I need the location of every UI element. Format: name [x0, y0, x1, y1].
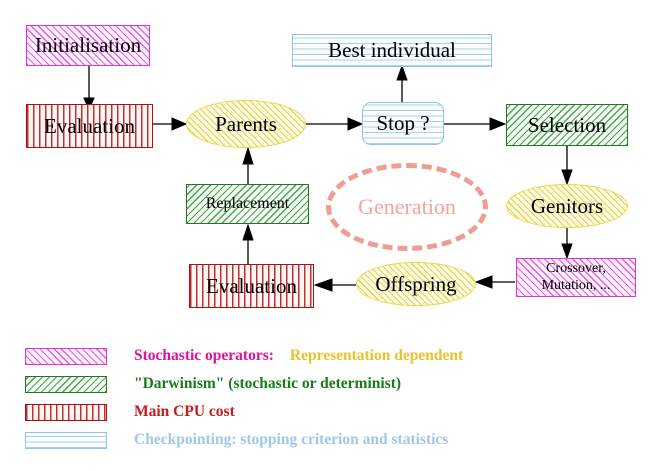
legend-swatch-magenta-hatch	[25, 347, 107, 365]
edge-crossover-to-offspring	[474, 275, 515, 289]
legend-label-secondary-0: Representation dependent	[289, 347, 464, 364]
legend-row-darwinism: "Darwinism" (stochastic or determinist)	[25, 375, 401, 393]
best-individual-label: Best individual	[328, 38, 456, 63]
edge-offspring-to-evaluation	[313, 278, 356, 292]
parents-label: Parents	[215, 111, 277, 136]
edge-selection-to-genitors	[561, 146, 573, 186]
legend-row-checkpointing: Checkpointing: stopping criterion and st…	[25, 431, 448, 449]
node-initialisation[interactable]: Initialisation	[26, 25, 150, 66]
genitors-label: Genitors	[530, 193, 604, 218]
evaluation-bottom-label: Evaluation	[206, 273, 297, 298]
legend-swatch-blue-horizontal	[25, 431, 107, 449]
legend-text-checkpointing: Checkpointing: stopping criterion and st…	[134, 431, 448, 449]
legend-label-primary-3: Checkpointing: stopping criterion and st…	[134, 431, 449, 448]
offspring-label: Offspring	[375, 271, 457, 296]
legend-text-stochastic-operators: Stochastic operators: Representation depe…	[134, 347, 463, 365]
node-genitors[interactable]: Genitors	[506, 184, 628, 228]
legend-label-primary-1: "Darwinism" (stochastic or determinist)	[134, 375, 402, 392]
generation-label: Generation	[358, 194, 456, 219]
crossover-mutation-label: Crossover, Mutation, ...	[541, 261, 611, 293]
edge-genitors-to-crossover	[561, 228, 573, 260]
legend-label-primary-2: Main CPU cost	[134, 403, 235, 420]
node-stop[interactable]: Stop ?	[362, 102, 444, 145]
node-offspring[interactable]: Offspring	[356, 262, 476, 306]
node-crossover-mutation[interactable]: Crossover, Mutation, ...	[516, 258, 636, 297]
replacement-label: Replacement	[205, 194, 290, 212]
initialisation-label: Initialisation	[34, 33, 142, 58]
evaluation-top-label: Evaluation	[44, 113, 135, 138]
stop-label: Stop ?	[376, 111, 430, 136]
legend-text-darwinism: "Darwinism" (stochastic or determinist)	[134, 375, 401, 393]
node-evaluation-top[interactable]: Evaluation	[26, 104, 153, 148]
legend-row-main-cpu-cost: Main CPU cost	[25, 403, 235, 421]
edge-stop-to-selection	[444, 117, 507, 131]
node-selection[interactable]: Selection	[506, 104, 628, 146]
edge-stop-to-best-individual	[396, 64, 408, 102]
legend-swatch-red-vertical	[25, 403, 107, 421]
edge-evaluation-to-parents	[153, 117, 188, 131]
edge-replacement-to-parents	[242, 146, 254, 184]
legend-row-stochastic-operators: Stochastic operators: Representation depe…	[25, 347, 463, 365]
legend-swatch-green-hatch	[25, 375, 107, 393]
node-best-individual[interactable]: Best individual	[292, 34, 492, 67]
edge-parents-to-stop	[306, 117, 364, 131]
legend-label-primary-0: Stochastic operators:	[134, 347, 274, 364]
selection-label: Selection	[527, 112, 607, 137]
node-evaluation-bottom[interactable]: Evaluation	[189, 264, 314, 308]
node-parents[interactable]: Parents	[186, 100, 306, 148]
edge-evaluation-to-replacement	[242, 223, 254, 264]
generation-ellipse: Generation	[326, 163, 488, 251]
node-replacement[interactable]: Replacement	[186, 184, 309, 224]
legend-text-main-cpu-cost: Main CPU cost	[134, 403, 235, 421]
